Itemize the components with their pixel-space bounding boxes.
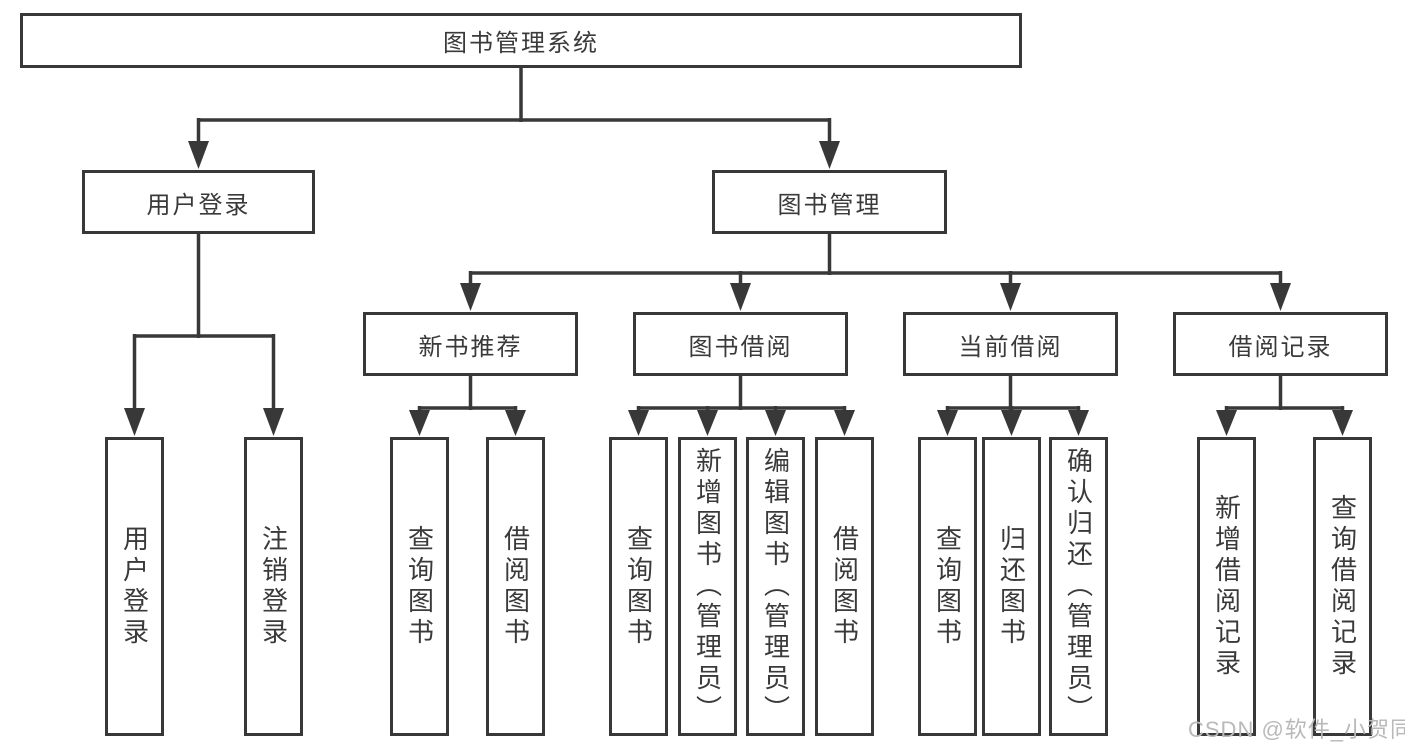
node-root: 图书管理系统 [20, 13, 1022, 68]
leaf-borrow-query-books: 查询图书 [609, 437, 668, 736]
connector-borrow-records-leaves [1216, 376, 1353, 436]
leaf-records-query-record: 查询借阅记录 [1313, 437, 1372, 736]
leaf-current-query-books: 查询图书 [918, 437, 977, 736]
csdn-watermark: CSDN @软件_小贺同学 [1188, 717, 1405, 742]
node-current-borrow: 当前借阅 [903, 312, 1118, 376]
leaf-recommend-borrow-books: 借阅图书 [486, 437, 545, 736]
node-book-management: 图书管理 [712, 170, 947, 234]
leaf-recommend-query-books: 查询图书 [390, 437, 449, 736]
leaf-user-login: 用户登录 [105, 437, 164, 736]
node-borrow-records: 借阅记录 [1173, 312, 1388, 376]
node-new-book-recommend: 新书推荐 [363, 312, 578, 376]
connector-user-login-leaves [124, 234, 284, 436]
leaf-logout: 注销登录 [244, 437, 303, 736]
node-user-login: 用户登录 [82, 170, 315, 234]
connector-current-borrow-leaves [937, 376, 1089, 436]
leaf-current-confirm-return-admin: 确认归还（管理员） [1049, 437, 1108, 736]
leaf-records-add-record: 新增借阅记录 [1197, 437, 1256, 736]
leaf-borrow-edit-book-admin: 编辑图书（管理员） [746, 437, 805, 736]
connector-book-management-to-level2 [460, 234, 1291, 311]
node-book-borrow: 图书借阅 [633, 312, 848, 376]
leaf-borrow-borrow-books: 借阅图书 [815, 437, 874, 736]
connector-book-borrow-leaves [628, 376, 855, 436]
connector-root-to-level1 [188, 68, 840, 169]
leaf-borrow-add-book-admin: 新增图书（管理员） [678, 437, 737, 736]
leaf-current-return-books: 归还图书 [982, 437, 1041, 736]
connector-new-book-recommend-leaves [409, 376, 526, 436]
